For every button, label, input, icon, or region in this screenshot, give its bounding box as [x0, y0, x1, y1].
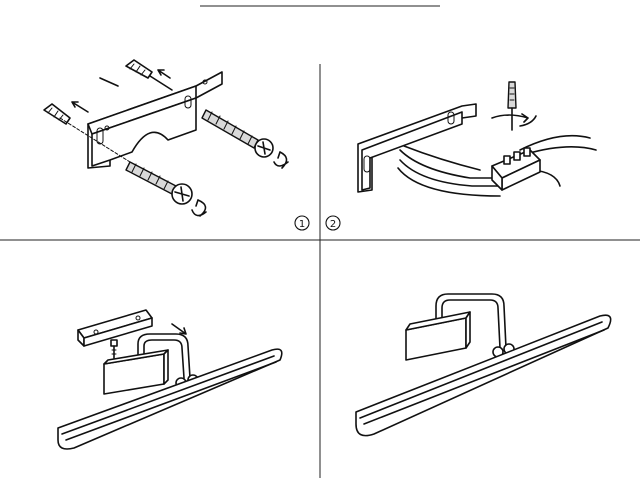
screw-left	[125, 161, 207, 217]
cable-bundle	[397, 134, 597, 197]
panel-4-finished-lamp	[355, 293, 612, 437]
arrow-right-down	[171, 323, 187, 335]
terminal-block	[491, 147, 541, 191]
wall-plug-lower	[43, 103, 71, 125]
panel-3-attach-lamp	[57, 309, 283, 450]
step-number-2: 2	[330, 219, 336, 230]
step-marker-2: 2	[325, 215, 341, 231]
wall-plug-upper	[125, 59, 173, 91]
screw-right	[201, 109, 289, 169]
lamp-bar-final	[355, 314, 612, 437]
screwdriver	[491, 81, 537, 131]
panel-1-bracket-screws	[43, 59, 289, 217]
screw-small	[110, 339, 118, 359]
direction-arrows	[71, 69, 171, 113]
lamp-bar	[57, 348, 283, 450]
mounted-bracket	[357, 103, 477, 193]
wall-bracket	[87, 71, 223, 169]
wall-plate	[103, 349, 169, 395]
bracket-small	[77, 309, 153, 347]
step-number-1: 1	[299, 219, 305, 230]
wall-plate-final	[405, 311, 471, 361]
lamp-arm-final	[435, 293, 515, 358]
panel-2-wiring	[357, 81, 597, 197]
step-marker-1: 1	[294, 215, 310, 231]
